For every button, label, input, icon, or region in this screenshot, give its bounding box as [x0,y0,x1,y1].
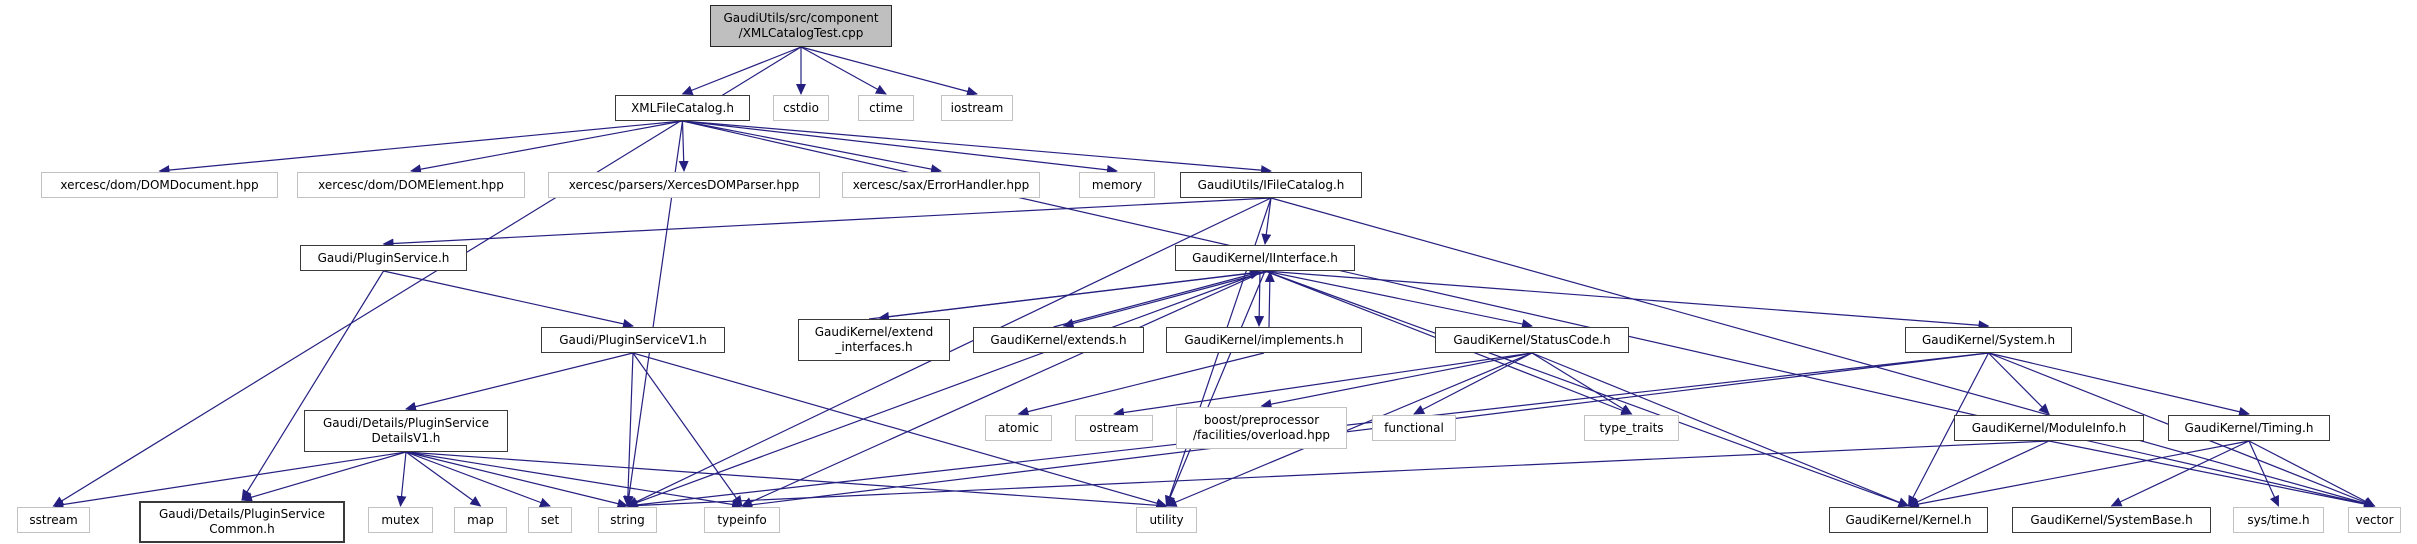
node-extends[interactable]: GaudiKernel/extends.h [973,327,1144,353]
edge-system-typeinfo [741,352,1989,510]
edge-test-iostream [800,46,978,97]
node-overload: boost/preprocessor /facilities/overload.… [1176,407,1347,449]
node-iostream: iostream [941,95,1013,121]
node-systembase[interactable]: GaudiKernel/SystemBase.h [2012,507,2211,533]
edge-pluginsvcv1-string [622,352,634,507]
edge-iinterface-statuscode [1264,270,1533,329]
node-sstream: sstream [17,507,90,533]
node-map: map [454,507,507,533]
edge-detailsv1-sstream [52,451,407,510]
node-memory: memory [1079,172,1155,198]
edge-iinterface-extends [1062,270,1271,329]
edge-xmlcat-domelem [410,120,683,175]
node-commonh[interactable]: Gaudi/Details/PluginService Common.h [139,501,345,543]
edge-moduleinfo-string [626,440,2050,511]
edge-test-xmlcat [681,46,802,95]
edge-timing-kernel [1907,440,2250,510]
edge-pluginsvc-commonh [241,270,385,501]
node-mutex: mutex [368,507,433,533]
edge-detailsv1-map [405,451,482,507]
edge-extends-iinterface [1053,269,1261,328]
node-pluginsvcv1[interactable]: Gaudi/PluginServiceV1.h [541,327,725,353]
edge-detailsv1-string [405,451,629,509]
node-ostream: ostream [1075,415,1153,441]
edge-detailsv1-set [405,451,551,508]
node-functional: functional [1372,415,1456,441]
edge-detailsv1-commonh [241,451,407,502]
edge-implements-atomic [1017,352,1265,417]
edge-detailsv1-utility [405,451,1168,511]
node-string: string [598,507,657,533]
node-errhandler: xercesc/sax/ErrorHandler.hpp [842,172,1040,198]
node-atomic: atomic [985,415,1052,441]
edge-xmlcat-ifilecat [682,120,1272,176]
edge-ifilecat-vector [1270,197,2376,509]
edge-iinterface-string [626,270,1266,508]
edge-ifilecat-pluginsvc [382,197,1272,249]
edge-detailsv1-typeinfo [405,451,743,510]
edge-moduleinfo-vector [2048,440,2376,509]
node-statuscode[interactable]: GaudiKernel/StatusCode.h [1435,327,1629,353]
node-systime: sys/time.h [2233,507,2324,533]
node-extintf[interactable]: GaudiKernel/extend _interfaces.h [798,319,950,361]
edge-statuscode-functional [1413,352,1533,415]
node-xmlcat[interactable]: XMLFileCatalog.h [615,95,750,121]
edge-xmlcat-domdoc [158,120,683,176]
edge-xmlcat-xparser [678,120,689,172]
edge-pluginsvcv1-utility [632,352,1168,509]
edge-detailsv1-mutex [396,451,407,507]
node-utility: utility [1136,507,1197,533]
edge-pluginsvcv1-typeinfo [632,352,743,507]
node-detailsv1[interactable]: Gaudi/Details/PluginService DetailsV1.h [304,410,508,452]
node-typeinfo: typeinfo [704,507,780,533]
edge-statuscode-typetraits [1531,352,1633,415]
edge-iinterface-utility [1165,270,1266,507]
edge-timing-systembase [2110,440,2250,507]
edge-test-ctime [800,46,887,95]
node-test: GaudiUtils/src/component /XMLCatalogTest… [710,5,892,47]
edge-test-sstream [52,46,802,507]
edge-extintf-iinterface [868,268,1261,320]
edge-statuscode-kernel [1531,352,1910,507]
edge-xmlcat-errhandler [682,120,942,175]
edge-iinterface-system [1264,270,1990,331]
edge-pluginsvc-pluginsvcv1 [383,270,634,329]
node-implements[interactable]: GaudiKernel/implements.h [1166,327,1362,353]
node-timing[interactable]: GaudiKernel/Timing.h [2168,415,2330,441]
edge-ifilecat-iinterface [1261,197,1272,245]
edge-iinterface-typeinfo [741,270,1266,507]
edge-timing-systime [2248,440,2280,507]
node-set: set [528,507,572,533]
edge-moduleinfo-kernel [1907,440,2050,507]
edge-statuscode-ostream [1113,352,1533,418]
node-pluginsvc[interactable]: Gaudi/PluginService.h [300,245,467,271]
edge-statuscode-utility [1165,352,1533,507]
edge-pluginsvcv1-detailsv1 [405,352,634,412]
edge-timing-vector [2248,440,2376,507]
edge-system-timing [1988,352,2250,417]
edge-iinterface-implements [1254,270,1265,327]
node-iinterface[interactable]: GaudiKernel/IInterface.h [1175,245,1355,271]
edge-system-kernel [1907,352,1990,507]
node-moduleinfo[interactable]: GaudiKernel/ModuleInfo.h [1954,415,2144,441]
edge-iinterface-kernel [1264,270,1910,508]
node-typetraits: type_traits [1584,415,1679,441]
node-cstdio: cstdio [773,95,829,121]
node-xparser: xercesc/parsers/XercesDOMParser.hpp [548,172,820,198]
edge-system-moduleinfo [1988,352,2050,415]
node-vector: vector [2348,507,2401,533]
node-domdoc: xercesc/dom/DOMDocument.hpp [41,172,278,198]
edge-implements-iinterface [1264,271,1275,328]
edge-xmlcat-memory [682,120,1118,175]
node-domelem: xercesc/dom/DOMElement.hpp [297,172,525,198]
node-system[interactable]: GaudiKernel/System.h [1905,327,2072,353]
node-ifilecat[interactable]: GaudiUtils/IFileCatalog.h [1180,172,1362,198]
edge-statuscode-overload [1260,352,1533,409]
node-ctime: ctime [858,95,914,121]
node-kernel[interactable]: GaudiKernel/Kernel.h [1829,507,1988,533]
